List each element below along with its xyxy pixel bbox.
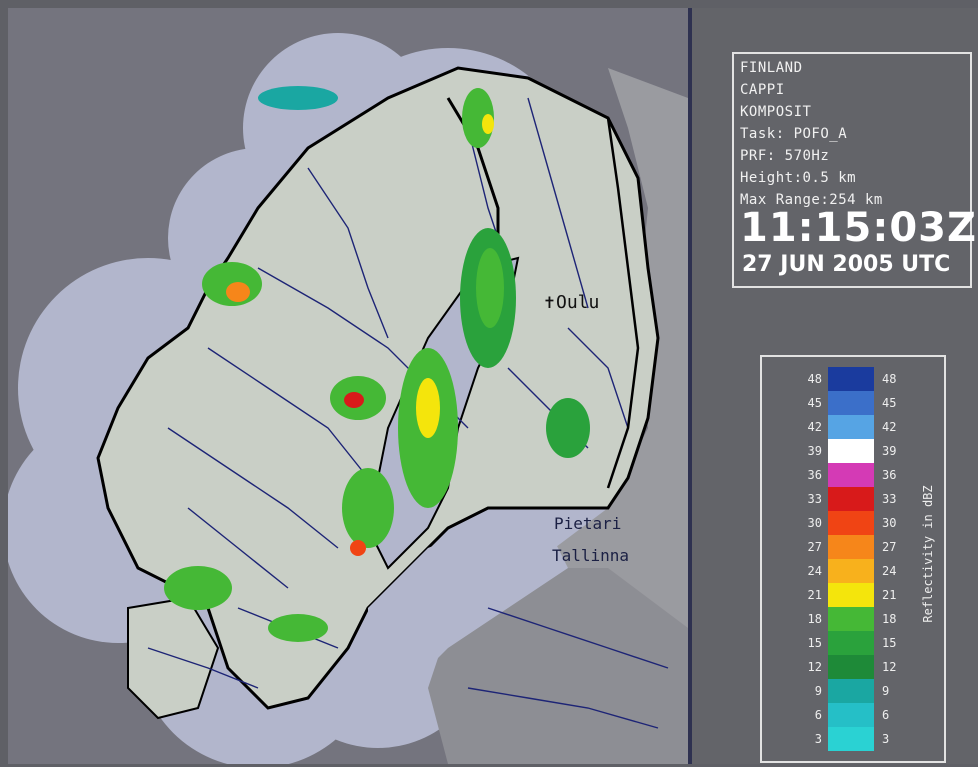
- info-box: FINLAND CAPPI KOMPOSIT Task: POFO_A PRF:…: [732, 52, 976, 288]
- legend-right-label: 30: [882, 516, 897, 530]
- legend-right-label: 12: [882, 660, 897, 674]
- baltic-sea: [368, 528, 568, 698]
- legend-right-label: 39: [882, 444, 897, 458]
- legend-swatch: [828, 511, 874, 535]
- legend-right-label: 45: [882, 396, 897, 410]
- radar-map[interactable]: ✝ Oulu Pietari Tallinna: [8, 8, 688, 764]
- height-text: Height:0.5 km: [740, 170, 857, 186]
- max-range-text: Max Range:254 km: [740, 192, 883, 208]
- legend-left-label: 45: [807, 396, 822, 410]
- legend-right-label: 42: [882, 420, 897, 434]
- legend-left-label: 33: [807, 492, 822, 506]
- station-text: KOMPOSIT: [740, 104, 812, 120]
- legend-swatch: [828, 463, 874, 487]
- task-text: Task: POFO_A: [740, 126, 848, 142]
- legend-left-label: 30: [807, 516, 822, 530]
- city-label-tallinna: Tallinna: [552, 546, 630, 565]
- city-label-pietari: Pietari: [554, 514, 622, 533]
- legend-swatch: [828, 367, 874, 391]
- legend-left-label: 42: [807, 420, 822, 434]
- legend-left-label: 3: [814, 732, 822, 746]
- legend-swatch: [828, 535, 874, 559]
- legend-left-label: 18: [807, 612, 822, 626]
- date-text: 27 JUN 2005 UTC: [742, 252, 951, 277]
- legend-swatch: [828, 391, 874, 415]
- legend-right-label: 21: [882, 588, 897, 602]
- legend-swatch: [828, 439, 874, 463]
- legend-left-label: 21: [807, 588, 822, 602]
- time-text: 11:15:03Z: [740, 205, 977, 251]
- city-label-oulu: Oulu: [556, 292, 600, 313]
- precipitation-echoes: [164, 86, 590, 642]
- legend-swatch: [828, 703, 874, 727]
- country-text: FINLAND: [740, 60, 803, 76]
- legend-title-text: Reflectivity in dBZ: [921, 485, 935, 623]
- legend-swatch: [828, 583, 874, 607]
- legend-swatch: [828, 607, 874, 631]
- panel-divider: [688, 8, 692, 764]
- legend-right-label: 6: [882, 708, 890, 722]
- legend-right-label: 27: [882, 540, 897, 554]
- legend-swatch: [828, 631, 874, 655]
- legend-left-label: 12: [807, 660, 822, 674]
- legend-swatch: [828, 655, 874, 679]
- prf-text: PRF: 570Hz: [740, 148, 830, 164]
- legend-swatch: [828, 727, 874, 751]
- legend-right-label: 48: [882, 372, 897, 386]
- legend-swatch: [828, 559, 874, 583]
- finland-russia-border: [606, 117, 640, 489]
- legend-left-label: 6: [814, 708, 822, 722]
- legend-right-label: 3: [882, 732, 890, 746]
- legend-left-label: 9: [814, 684, 822, 698]
- legend-swatch: [828, 679, 874, 703]
- legend-swatch: [828, 487, 874, 511]
- legend-right-label: 9: [882, 684, 890, 698]
- legend-right-label: 33: [882, 492, 897, 506]
- map-svg: [8, 33, 688, 764]
- legend-right-label: 24: [882, 564, 897, 578]
- product-text: CAPPI: [740, 82, 785, 98]
- legend-right-label: 15: [882, 636, 897, 650]
- legend-left-label: 48: [807, 372, 822, 386]
- legend-left-label: 27: [807, 540, 822, 554]
- legend-left-label: 39: [807, 444, 822, 458]
- legend-right-label: 36: [882, 468, 897, 482]
- oulu-marker-icon: ✝: [544, 292, 555, 313]
- legend-left-label: 36: [807, 468, 822, 482]
- legend-left-label: 15: [807, 636, 822, 650]
- legend-right-label: 18: [882, 612, 897, 626]
- legend-title: Reflectivity in dBZ: [914, 447, 938, 667]
- legend-left-label: 24: [807, 564, 822, 578]
- legend-swatch: [828, 415, 874, 439]
